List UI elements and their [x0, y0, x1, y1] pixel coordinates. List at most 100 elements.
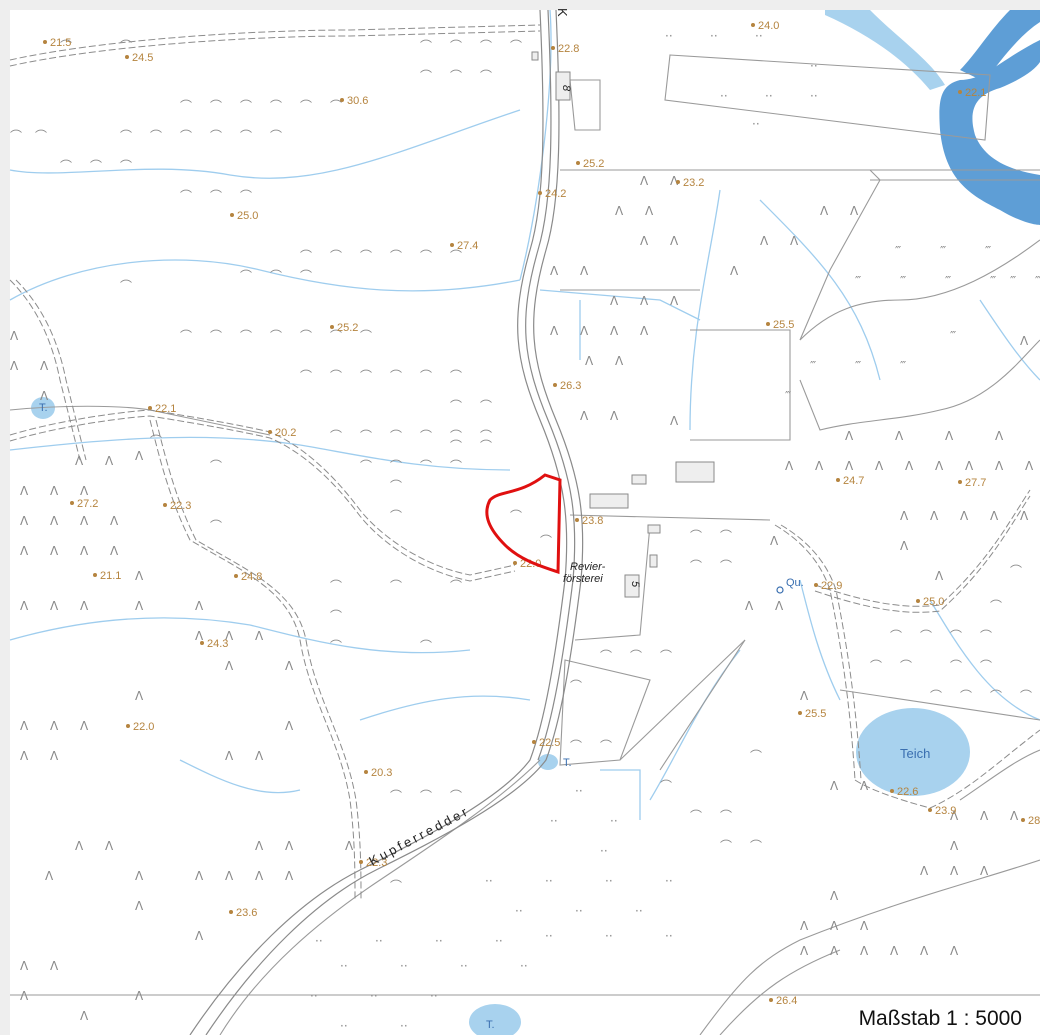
deciduous-tree-symbol: ⌒	[35, 129, 47, 143]
pond-small-label-3: T.	[486, 1019, 495, 1031]
elevation-label: 25.0	[237, 210, 258, 222]
deciduous-tree-symbol: ⌒	[330, 609, 342, 623]
conifer-tree-symbol: Λ	[610, 324, 619, 338]
conifer-tree-symbol: Λ	[895, 429, 904, 443]
conifer-tree-symbol: Λ	[845, 459, 854, 473]
deciduous-tree-symbol: ⌒	[330, 429, 342, 443]
conifer-tree-symbol: Λ	[225, 659, 234, 673]
pond-teich	[856, 708, 970, 796]
revier-label-line1: Revier-	[570, 561, 606, 573]
elevation-point	[958, 480, 962, 484]
deciduous-tree-symbol: ⌒	[210, 329, 222, 343]
elevation-label: 21.1	[100, 570, 121, 582]
meadow-symbol: ‴	[855, 274, 861, 288]
elevation-point	[93, 573, 97, 577]
parcel-marker[interactable]	[485, 473, 562, 575]
dot-symbol: ··	[752, 117, 760, 131]
dot-symbol: ··	[310, 989, 318, 1003]
deciduous-tree-symbol: ⌒	[360, 329, 372, 343]
spring-icon	[776, 586, 784, 594]
deciduous-tree-symbol: ⌒	[920, 629, 932, 643]
deciduous-tree-symbol: ⌒	[690, 809, 702, 823]
deciduous-tree-symbol: ⌒	[270, 329, 282, 343]
conifer-tree-symbol: Λ	[580, 264, 589, 278]
deciduous-tree-symbol: ⌒	[570, 739, 582, 753]
elevation-label: 22.1	[965, 87, 986, 99]
dot-symbol: ··	[575, 784, 583, 798]
elevation-label: 25.0	[923, 596, 944, 608]
conifer-tree-symbol: Λ	[950, 864, 959, 878]
dot-symbol: ··	[665, 874, 673, 888]
deciduous-tree-symbol: ⌒	[240, 99, 252, 113]
conifer-tree-symbol: Λ	[980, 809, 989, 823]
deciduous-tree-symbol: ⌒	[150, 129, 162, 143]
dot-symbol: ··	[665, 929, 673, 943]
conifer-tree-symbol: Λ	[195, 869, 204, 883]
meadow-symbol: ‴	[785, 389, 791, 403]
elevation-label: 23.2	[683, 177, 704, 189]
conifer-tree-symbol: Λ	[935, 459, 944, 473]
elevation-label: 23.6	[236, 907, 257, 919]
elevation-point	[676, 180, 680, 184]
deciduous-tree-symbol: ⌒	[420, 429, 432, 443]
deciduous-tree-symbol: ⌒	[390, 249, 402, 263]
deciduous-tree-symbol: ⌒	[750, 749, 762, 763]
conifer-tree-symbol: Λ	[255, 629, 264, 643]
road-name-label: Kupferredder	[366, 803, 472, 869]
deciduous-tree-symbol: ⌒	[420, 39, 432, 53]
conifer-tree-symbol: Λ	[80, 514, 89, 528]
deciduous-tree-symbol: ⌒	[120, 159, 132, 173]
deciduous-tree-symbol: ⌒	[10, 129, 22, 143]
deciduous-tree-symbol: ⌒	[890, 629, 902, 643]
elevation-point	[330, 325, 334, 329]
conifer-tree-symbol: Λ	[640, 324, 649, 338]
deciduous-tree-symbol: ⌒	[660, 649, 672, 663]
deciduous-tree-symbol: ⌒	[240, 189, 252, 203]
conifer-tree-symbol: Λ	[135, 599, 144, 613]
elevation-point	[70, 501, 74, 505]
elevation-point	[890, 789, 894, 793]
deciduous-tree-symbol: ⌒	[180, 329, 192, 343]
house-number-2: 5	[629, 581, 641, 588]
deciduous-tree-symbol: ⌒	[480, 39, 492, 53]
conifer-tree-symbol: Λ	[845, 429, 854, 443]
elevation-label: 22.9	[821, 580, 842, 592]
elevation-label: 24.3	[207, 638, 228, 650]
revier-label-line2: försterei	[563, 573, 603, 585]
conifer-tree-symbol: Λ	[950, 839, 959, 853]
conifer-tree-symbol: Λ	[110, 544, 119, 558]
deciduous-tree-symbol: ⌒	[120, 39, 132, 53]
conifer-tree-symbol: Λ	[670, 174, 679, 188]
deciduous-tree-symbol: ⌒	[390, 579, 402, 593]
deciduous-tree-symbol: ⌒	[90, 159, 102, 173]
conifer-tree-symbol: Λ	[670, 234, 679, 248]
dot-symbol: ··	[340, 959, 348, 973]
deciduous-tree-symbol: ⌒	[300, 99, 312, 113]
deciduous-tree-symbol: ⌒	[240, 129, 252, 143]
elevation-label: 25.2	[337, 322, 358, 334]
meadow-symbol: ‴‴‴‴‴‴‴‴‴‴‴‴‴‴	[785, 244, 1040, 403]
elevation-point	[766, 322, 770, 326]
conifer-tree-symbol: Λ	[285, 659, 294, 673]
elevation-point	[553, 383, 557, 387]
dot-symbol: ··	[460, 959, 468, 973]
conifer-tree-symbol: Λ	[830, 944, 839, 958]
meadow-symbol: ‴	[900, 359, 906, 373]
dot-symbol: ··	[430, 989, 438, 1003]
elevation-point	[268, 430, 272, 434]
conifer-tree-symbol: Λ	[135, 899, 144, 913]
pond-small-label-2: T.	[563, 757, 572, 769]
dot-symbol: ········································…	[310, 29, 818, 1033]
elevation-label: 27.4	[457, 240, 478, 252]
deciduous-tree-symbol: ⌒	[450, 429, 462, 443]
conifer-tree-symbol: Λ	[40, 359, 49, 373]
conifer-tree-symbol: Λ	[105, 839, 114, 853]
deciduous-tree-symbol: ⌒	[720, 559, 732, 573]
conifer-tree-symbol: Λ	[20, 544, 29, 558]
deciduous-tree-symbol: ⌒	[390, 879, 402, 893]
pond-small-3	[469, 1004, 521, 1035]
building-layer	[531, 51, 715, 598]
pond-label: Teich	[900, 746, 930, 761]
